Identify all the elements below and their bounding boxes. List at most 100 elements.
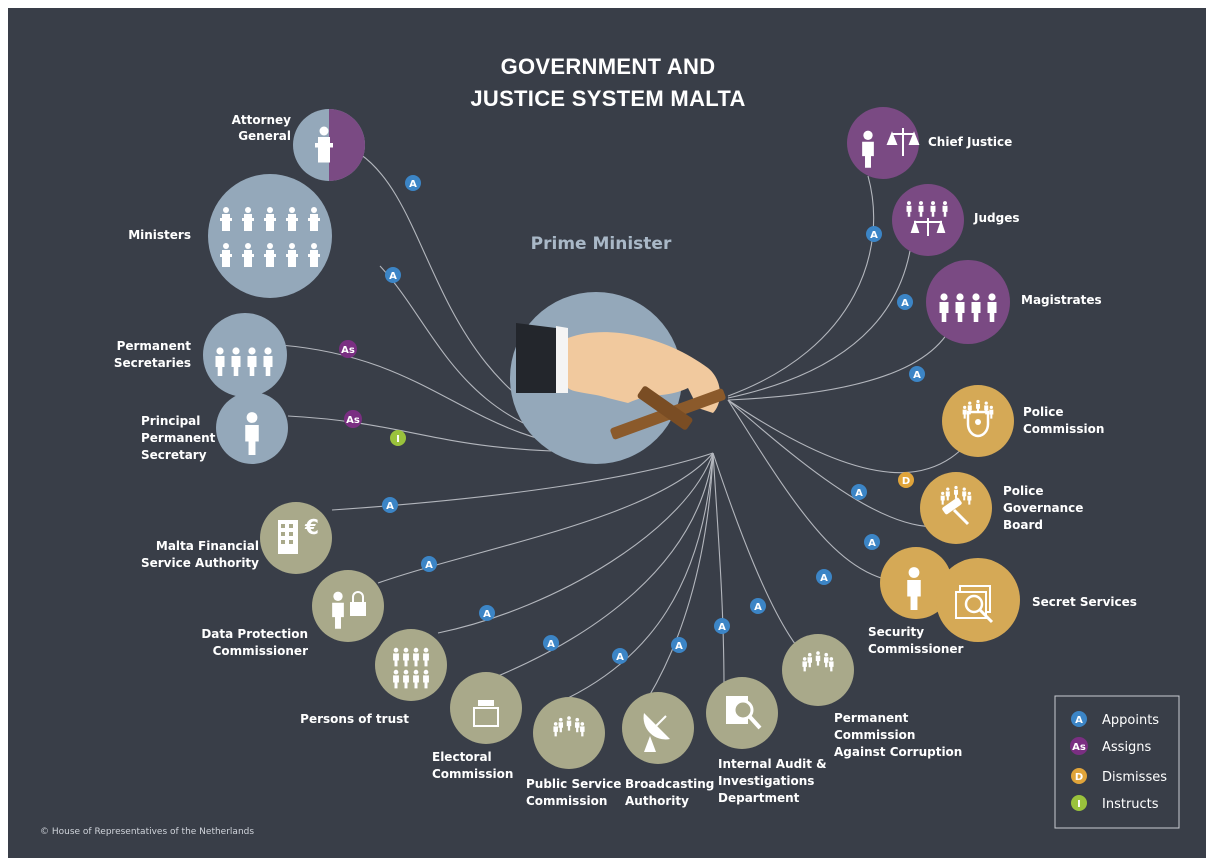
svg-text:A: A	[868, 538, 876, 549]
magistrates-node	[926, 260, 1010, 344]
svg-text:A: A	[675, 641, 683, 652]
line-broadcasting-authority	[647, 452, 714, 699]
badge-appoints-electoral-commission: A	[543, 635, 559, 651]
electoral-commission-node	[450, 672, 522, 744]
svg-text:A: A	[1075, 715, 1083, 726]
badge-appoints-data-protection: A	[421, 556, 437, 572]
principal-permanent-secretary-node	[216, 392, 288, 464]
svg-text:Appoints: Appoints	[1102, 713, 1159, 728]
chief-justice-label: Chief Justice	[928, 135, 1012, 149]
badge-appoints-security-commissioner: A	[816, 569, 832, 585]
prime-minister-label: Prime Minister	[531, 234, 672, 254]
legend-item-dismisses: D Dismisses	[1071, 768, 1167, 785]
badge-instructs-principal-permanent-secretary: I	[390, 430, 406, 446]
svg-text:A: A	[409, 179, 417, 190]
svg-text:A: A	[855, 488, 863, 499]
svg-text:Instructs: Instructs	[1102, 797, 1159, 812]
copyright: © House of Representatives of the Nether…	[40, 827, 254, 837]
diagram-canvas: Prime Minister GOVERNMENT AND JUSTICE SY…	[8, 8, 1206, 858]
prime-minister-node: Prime Minister	[510, 234, 726, 464]
persons-of-trust-label: Persons of trust	[300, 712, 409, 726]
judges-node	[892, 184, 964, 256]
badge-appoints-persons-of-trust: A	[479, 605, 495, 621]
scales-icon	[910, 218, 946, 236]
ministers-label: Ministers	[128, 228, 191, 242]
line-electoral-commission	[497, 452, 714, 677]
svg-text:A: A	[754, 602, 762, 613]
svg-text:As: As	[341, 345, 355, 356]
public-service-commission-node	[533, 697, 605, 769]
badge-assigns-permanent-secretaries: As	[339, 340, 357, 358]
satellite-dish-icon	[643, 713, 670, 752]
legend-item-instructs: I Instructs	[1071, 795, 1159, 812]
svg-text:€: €	[304, 515, 319, 539]
lock-icon	[350, 591, 366, 616]
svg-text:A: A	[870, 230, 878, 241]
secret-services-node	[936, 558, 1020, 642]
line-judges	[727, 227, 914, 399]
scales-icon	[886, 128, 920, 156]
line-data-protection	[377, 452, 714, 584]
government-diagram: Prime Minister GOVERNMENT AND JUSTICE SY…	[40, 54, 1180, 837]
svg-text:Assigns: Assigns	[1102, 740, 1152, 755]
folders-lock-icon	[955, 585, 994, 624]
police-commission-node	[942, 385, 1014, 457]
relationship-badges: A A As As I A A A A A A A A A A A D A A …	[339, 175, 925, 664]
svg-text:Dismisses: Dismisses	[1102, 770, 1167, 785]
building-euro-icon: €	[278, 515, 319, 554]
chief-justice-node	[847, 107, 920, 179]
svg-text:A: A	[718, 622, 726, 633]
secret-services-label: Secret Services	[1032, 595, 1137, 609]
line-internal-audit	[712, 452, 725, 689]
badge-appoints-ministers: A	[385, 267, 401, 283]
svg-text:I: I	[396, 434, 400, 445]
svg-text:A: A	[425, 560, 433, 571]
svg-text:A: A	[547, 639, 555, 650]
svg-text:I: I	[1077, 799, 1081, 810]
police-governance-board-node	[920, 472, 992, 544]
broadcasting-authority-node	[622, 692, 694, 764]
svg-text:A: A	[913, 370, 921, 381]
svg-text:A: A	[616, 652, 624, 663]
title-line-2: JUSTICE SYSTEM MALTA	[470, 86, 745, 111]
badge-appoints-attorney-general: A	[405, 175, 421, 191]
legend-item-appoints: A Appoints	[1071, 711, 1159, 728]
scales-group-icon	[906, 201, 948, 236]
svg-text:A: A	[389, 271, 397, 282]
hand-on-lever-icon	[516, 323, 726, 440]
svg-text:A: A	[483, 609, 491, 620]
badge-shield-icon	[966, 410, 990, 438]
badge-appoints-police-commission: A	[851, 484, 867, 500]
line-mfsa	[331, 452, 714, 511]
badge-appoints-judges: A	[897, 294, 913, 310]
svg-text:D: D	[902, 476, 910, 487]
pcac-node	[782, 634, 854, 706]
line-public-service-commission	[567, 452, 714, 699]
svg-text:D: D	[1075, 772, 1083, 783]
badge-assigns-principal-permanent-secretary: As	[344, 410, 362, 428]
svg-text:As: As	[346, 415, 360, 426]
line-pcac	[712, 452, 799, 649]
persons-of-trust-node	[375, 629, 447, 701]
svg-text:A: A	[820, 573, 828, 584]
badge-appoints-broadcasting-authority: A	[671, 637, 687, 653]
svg-text:A: A	[386, 501, 394, 512]
badge-appoints-public-service-commission: A	[612, 648, 628, 664]
badge-appoints-chief-justice: A	[866, 226, 882, 242]
svg-text:A: A	[901, 298, 909, 309]
ministers-node	[208, 174, 332, 298]
security-commissioner-node	[880, 547, 952, 619]
